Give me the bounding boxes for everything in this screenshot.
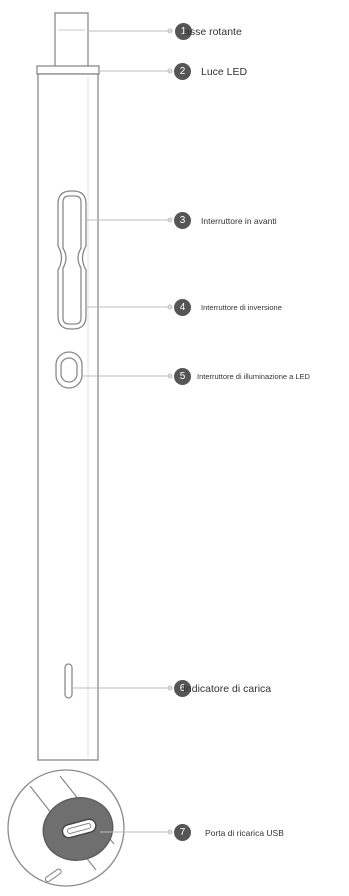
callout-label: Interruttore in avanti bbox=[201, 215, 277, 226]
callout-number: 3 bbox=[174, 212, 191, 229]
callout-label: Interruttore di illuminazione a LED bbox=[197, 372, 310, 381]
led-light-ring bbox=[36, 65, 100, 75]
callout-7: 7 Porta di ricarica USB bbox=[174, 824, 284, 841]
callout-2: 2 Luce LED bbox=[174, 63, 247, 80]
callout-6: 6 Indicatore di carica bbox=[174, 680, 271, 697]
forward-reverse-switch bbox=[62, 195, 82, 325]
callout-1: 1 asse rotante bbox=[175, 23, 242, 40]
callout-4: 4 Interruttore di inversione bbox=[174, 299, 282, 316]
callout-label: Porta di ricarica USB bbox=[205, 827, 284, 838]
charge-indicator-slot bbox=[64, 663, 73, 699]
leader-lines bbox=[72, 28, 173, 835]
callout-number: 2 bbox=[174, 63, 191, 80]
callout-3: 3 Interruttore in avanti bbox=[174, 212, 277, 229]
device-body bbox=[37, 73, 99, 761]
callout-number: 1 bbox=[175, 23, 192, 40]
callout-number: 4 bbox=[174, 299, 191, 316]
callout-label: asse rotante bbox=[184, 25, 242, 38]
rotating-shaft bbox=[54, 12, 89, 69]
callout-label: Indicatore di carica bbox=[183, 682, 272, 695]
callout-5: 5 Interruttore di illuminazione a LED bbox=[174, 368, 310, 385]
callout-number: 6 bbox=[174, 680, 191, 697]
callout-label: Interruttore di inversione bbox=[201, 303, 282, 312]
callout-number: 7 bbox=[174, 824, 191, 841]
callout-number: 5 bbox=[174, 368, 191, 385]
callout-label: Luce LED bbox=[201, 65, 248, 78]
